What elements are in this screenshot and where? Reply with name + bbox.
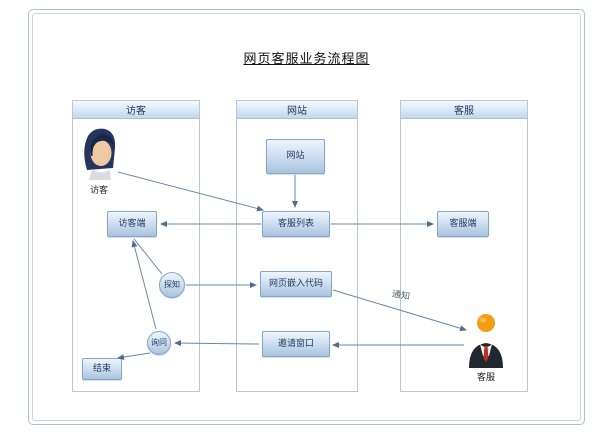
cs-list-node: 客服列表 <box>262 211 330 237</box>
lane-website-header: 网站 <box>237 101 357 119</box>
notify-edge-label: 通知 <box>391 289 411 303</box>
embed-code-node: 网页嵌入代码 <box>260 271 332 297</box>
lane-website-label: 网站 <box>287 106 307 117</box>
end-node: 结束 <box>82 358 122 380</box>
lane-visitor-header: 访客 <box>73 101 199 119</box>
visitor-client-node: 访客端 <box>107 211 157 237</box>
invite-window-node: 邀请窗口 <box>262 331 330 357</box>
lane-agent-header: 客服 <box>401 101 527 119</box>
diagram-title: 网页客服业务流程图 <box>243 52 370 67</box>
lane-agent: 客服 <box>400 100 528 392</box>
visitor-icon <box>84 128 116 180</box>
visitor-actor-label: 访客 <box>89 186 108 196</box>
detect-node: 探知 <box>159 272 185 298</box>
agent-actor-label: 客服 <box>476 373 495 383</box>
lane-visitor-label: 访客 <box>126 106 146 117</box>
ask-node: 询问 <box>147 331 171 355</box>
lane-agent-label: 客服 <box>454 106 474 117</box>
agent-client-node: 客服端 <box>437 211 489 237</box>
agent-icon <box>469 314 503 368</box>
website-node: 网站 <box>266 139 325 174</box>
